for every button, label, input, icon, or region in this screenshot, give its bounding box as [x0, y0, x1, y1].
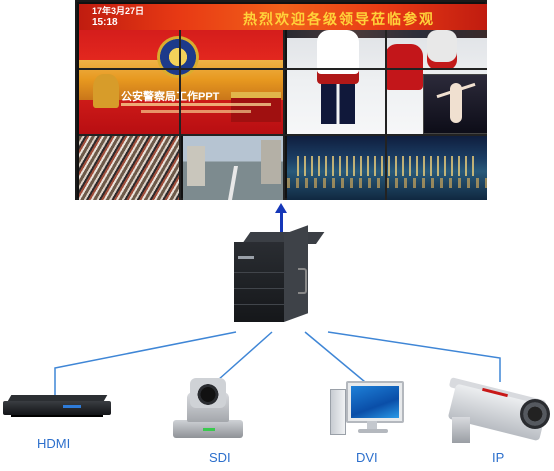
arrow-head-icon [275, 203, 287, 213]
bezel [179, 4, 181, 200]
ppt-subtitle-line [121, 103, 271, 106]
bezel [283, 4, 285, 200]
night-city-panel [287, 136, 487, 200]
dvi-label: DVI [356, 450, 378, 465]
tiananmen-icon [231, 92, 281, 122]
dvi-connector-line [304, 331, 366, 383]
output-arrow [280, 210, 283, 232]
banner-date: 17年3月27日 [92, 6, 145, 16]
figure-skater-pip [423, 74, 487, 134]
banner-title: 热烈欢迎各级领导莅临参观 [243, 12, 435, 28]
desktop-computer-icon [330, 381, 404, 439]
police-emblem-icon [157, 36, 199, 78]
ppt-title: 公安警察局工作PPT [121, 91, 220, 103]
video-wall: 公安警察局工作PPT 17年3月27日 15:18 热烈欢迎各级领导莅临参观 [75, 0, 487, 200]
sdi-connector-line [217, 331, 273, 381]
banner-time: 15:18 [92, 17, 118, 28]
ptz-camera-icon [173, 378, 243, 440]
ip-label: IP [492, 450, 505, 465]
ip-camera-icon [444, 377, 554, 445]
welcome-banner: 17年3月27日 15:18 热烈欢迎各级领导莅临参观 [79, 4, 487, 30]
crowd-video-panel [79, 136, 181, 200]
sdi-label: SDI [209, 450, 231, 465]
bezel [79, 134, 487, 136]
ip-connector-line [327, 331, 501, 382]
lion-statue-icon [93, 74, 119, 108]
bezel [385, 4, 387, 200]
video-processor-icon [234, 225, 325, 322]
traffic-video-panel [183, 136, 285, 200]
hdmi-label: HDMI [37, 436, 71, 451]
bezel [79, 68, 487, 70]
hdmi-connector-line [54, 331, 237, 398]
ppt-subtitle-line [141, 110, 251, 113]
blu-ray-player-icon [3, 393, 111, 418]
